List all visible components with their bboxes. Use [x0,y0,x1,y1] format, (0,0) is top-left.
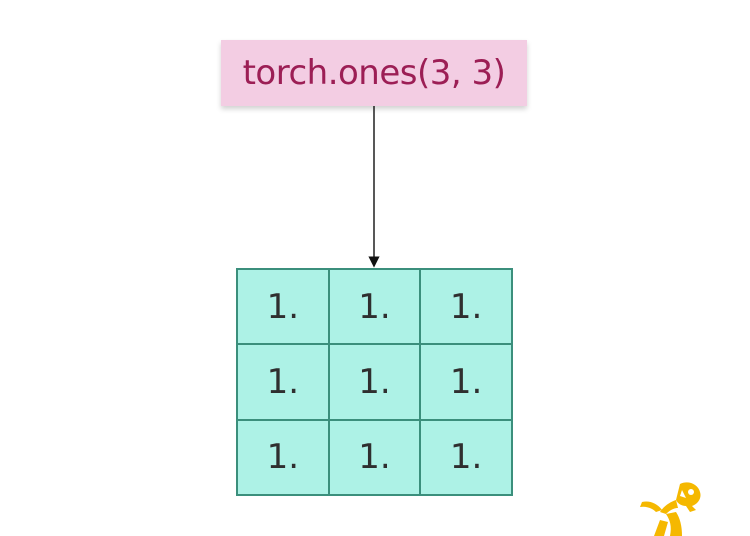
tensor-grid: 1. 1. 1. 1. 1. 1. 1. 1. 1. [236,268,513,496]
mascot-logo-icon [640,482,701,536]
tensor-cell: 1. [237,419,329,495]
tensor-cell: 1. [328,419,421,495]
code-label: torch.ones(3, 3) [242,53,506,93]
tensor-cell: 1. [328,344,421,420]
tensor-cell: 1. [420,344,512,420]
tensor-cell: 1. [237,269,329,345]
tensor-cell: 1. [237,344,329,420]
tensor-cell: 1. [420,419,512,495]
code-label-box: torch.ones(3, 3) [221,40,527,106]
tensor-cell: 1. [420,269,512,345]
tensor-cell: 1. [328,269,421,345]
